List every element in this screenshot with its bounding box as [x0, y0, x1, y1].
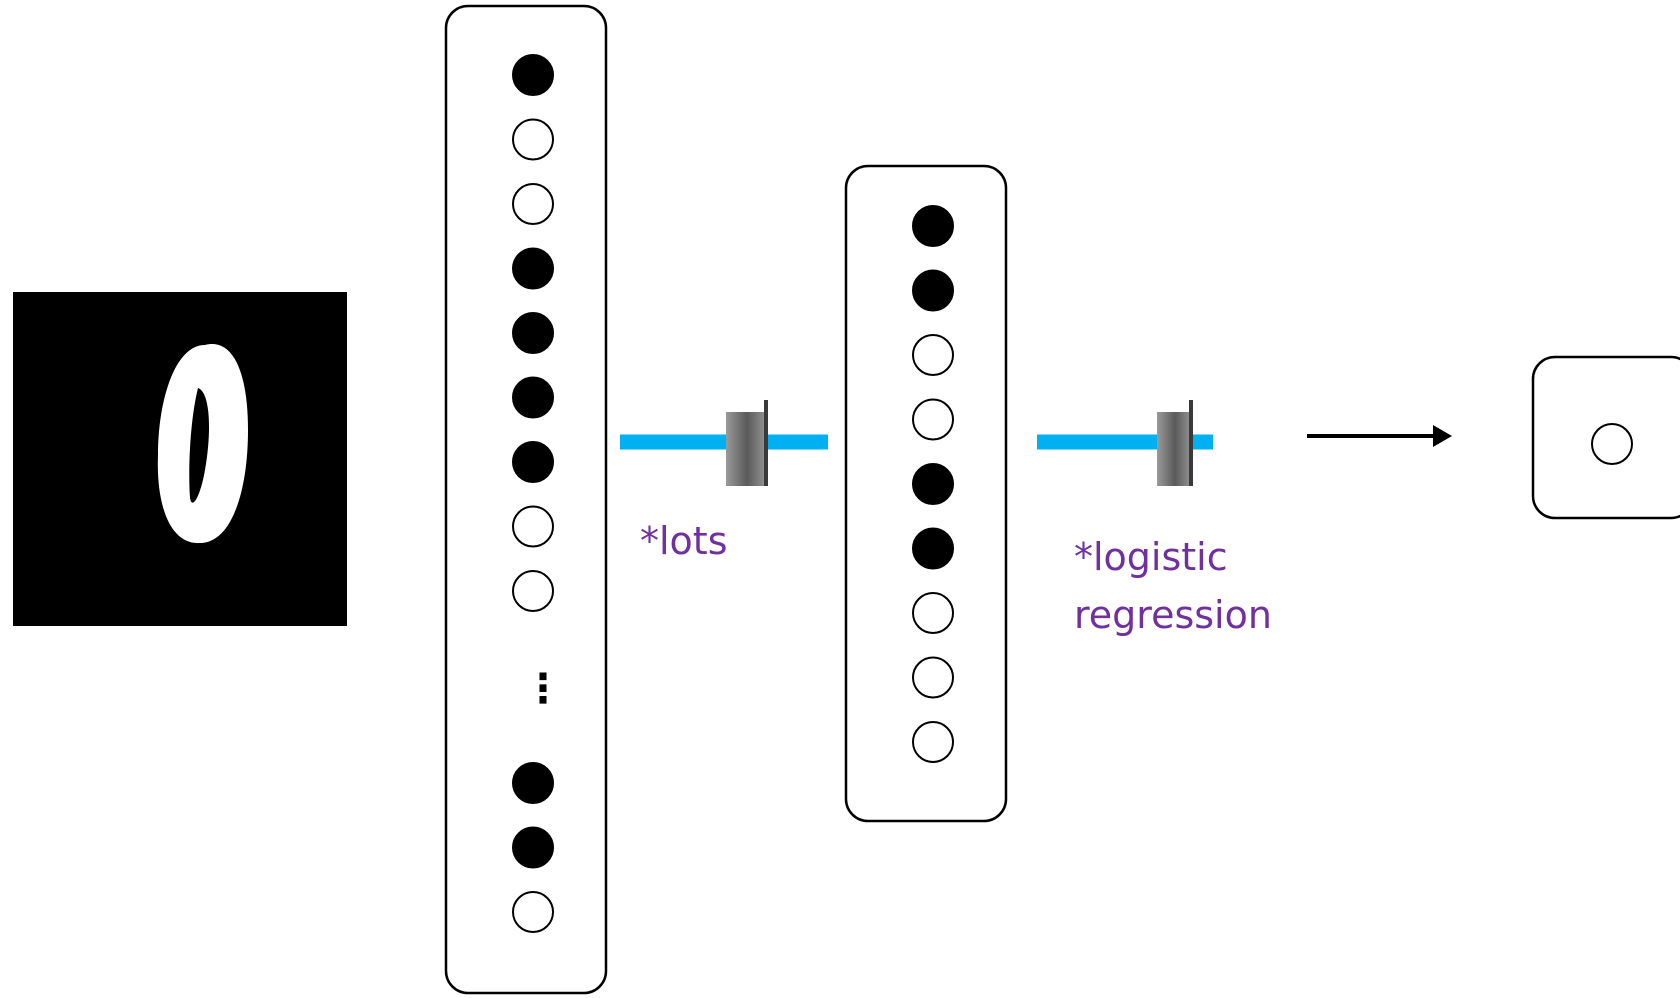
hidden-unit-on: [912, 527, 954, 570]
hidden-unit-off: [912, 656, 954, 699]
digit-zero-glyph: [157, 344, 248, 544]
connector-hidden-to-output: [1037, 400, 1213, 486]
output-layer-units: [1591, 423, 1633, 465]
input-unit-on: [512, 441, 554, 483]
input-unit-on: [512, 826, 554, 869]
hidden-unit-off: [912, 334, 954, 376]
hidden-unit-off: [912, 721, 954, 763]
input-unit-off: [512, 891, 554, 933]
input-unit-off: [512, 118, 554, 161]
input-unit-off: [512, 183, 554, 225]
hidden-unit-on: [912, 269, 954, 312]
output-unit-off: [1591, 423, 1633, 465]
connector-weight-block-icon: [1157, 412, 1193, 486]
lots-annotation-text: *lots: [640, 519, 728, 563]
input-digit-image: [13, 292, 347, 626]
logistic-regression-annotation: *logistic regression: [1074, 528, 1272, 644]
connector-weight-block-edge: [764, 400, 768, 486]
hidden-unit-on: [912, 463, 954, 505]
input-unit-on: [512, 247, 554, 290]
connector-weight-block-edge: [1189, 400, 1193, 486]
arrow-to-output-icon: [1307, 425, 1452, 447]
input-unit-on: [512, 376, 554, 419]
connector-weight-block-icon: [726, 412, 768, 486]
input-unit-off: [512, 570, 554, 612]
input-unit-on: [512, 762, 554, 804]
connector-input-to-hidden: [620, 400, 828, 486]
lots-annotation: *lots: [640, 512, 728, 570]
hidden-layer-units: [912, 205, 954, 763]
input-unit-off: [512, 505, 554, 548]
hidden-unit-off: [912, 592, 954, 634]
input-layer-units: [512, 54, 554, 933]
input-layer-ellipsis: ⋮: [523, 666, 563, 712]
logistic-annotation-line1: *logistic: [1074, 535, 1228, 579]
hidden-unit-on: [912, 205, 954, 247]
hidden-unit-off: [912, 398, 954, 441]
input-unit-on: [512, 54, 554, 96]
logistic-annotation-line2: regression: [1074, 593, 1272, 637]
input-layer-box: [444, 4, 608, 995]
input-unit-on: [512, 312, 554, 354]
